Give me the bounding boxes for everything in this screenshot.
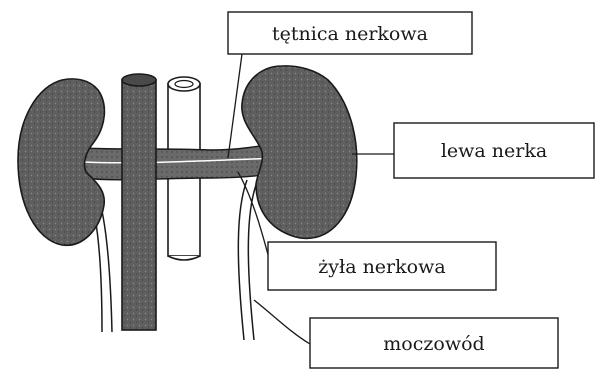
leader-line-ureter (254, 300, 310, 344)
label-ureter-text: moczowód (383, 333, 484, 355)
label-ureter: moczowód (310, 318, 558, 368)
label-left-kidney-text: lewa nerka (441, 140, 547, 162)
label-renal-vein-text: żyła nerkowa (318, 256, 445, 278)
label-renal-artery: tętnica nerkowa (228, 12, 472, 54)
vena-cava (122, 74, 156, 330)
label-renal-vein: żyła nerkowa (268, 242, 496, 290)
left-ureter (238, 180, 257, 340)
label-renal-artery-text: tętnica nerkowa (272, 23, 428, 45)
label-left-kidney: lewa nerka (394, 123, 594, 178)
leader-line-renal-artery (228, 54, 242, 158)
